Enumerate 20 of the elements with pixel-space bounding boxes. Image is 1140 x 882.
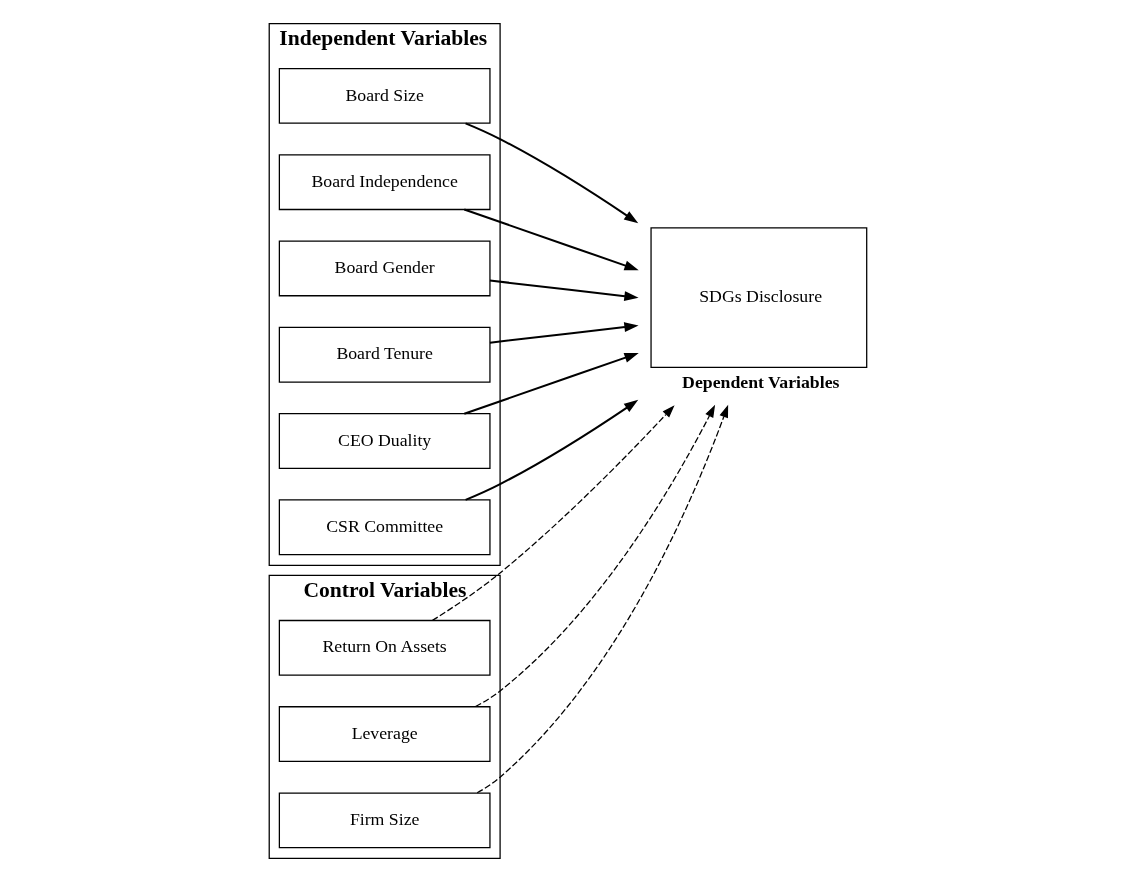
node-box: CSR Committee bbox=[278, 499, 491, 556]
node-box: CEO Duality bbox=[278, 413, 491, 469]
node-box: Leverage bbox=[278, 706, 491, 762]
arrow bbox=[464, 399, 638, 501]
arrow bbox=[476, 404, 728, 794]
arrow bbox=[464, 122, 638, 224]
node-box: Board Size bbox=[278, 68, 491, 124]
arrow bbox=[489, 322, 639, 344]
node-box: Board Tenure bbox=[278, 326, 491, 383]
arrow bbox=[474, 404, 715, 708]
node-box: Return On Assets bbox=[278, 619, 491, 676]
arrow bbox=[463, 352, 639, 415]
node-box: Firm Size bbox=[278, 792, 491, 849]
arrow bbox=[431, 405, 675, 622]
node-box: Board Gender bbox=[278, 240, 491, 297]
node-label: Dependent Variables bbox=[681, 371, 839, 392]
arrow bbox=[463, 208, 639, 271]
node-box: SDGs Disclosure bbox=[649, 227, 867, 369]
node-box: Board Independence bbox=[278, 154, 491, 211]
arrow bbox=[489, 279, 639, 302]
